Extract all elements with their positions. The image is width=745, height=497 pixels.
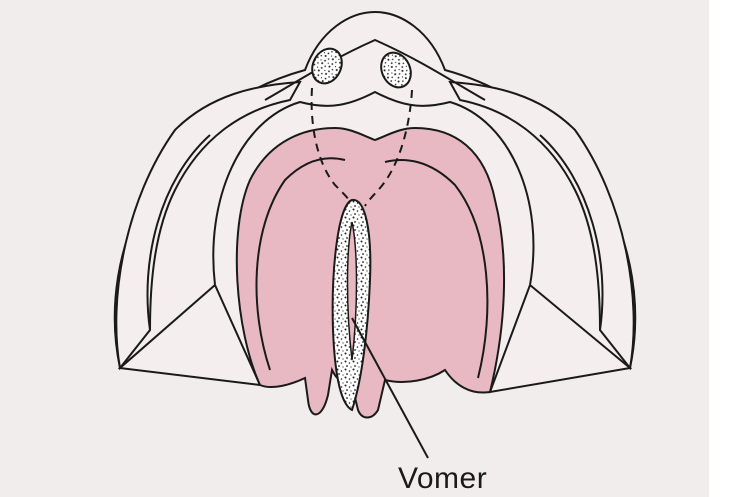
image-margin <box>709 0 745 497</box>
left-nostril <box>311 47 343 85</box>
right-cheek-flap <box>448 80 635 371</box>
left-cheek-flap <box>115 80 302 371</box>
vomer-inner-cleft <box>346 221 358 361</box>
left-cheek-inner <box>146 134 211 331</box>
vomer-label: Vomer <box>398 462 488 495</box>
right-lower-flap <box>488 283 633 394</box>
vomer-leader-line <box>351 317 429 459</box>
right-palatal-shelf-line <box>384 159 489 379</box>
right-cheek-inner <box>539 134 604 331</box>
right-nostril <box>380 51 412 89</box>
left-lower-flap <box>117 283 262 387</box>
right-dashed-incision <box>364 89 413 207</box>
premaxilla-outline <box>264 38 486 101</box>
